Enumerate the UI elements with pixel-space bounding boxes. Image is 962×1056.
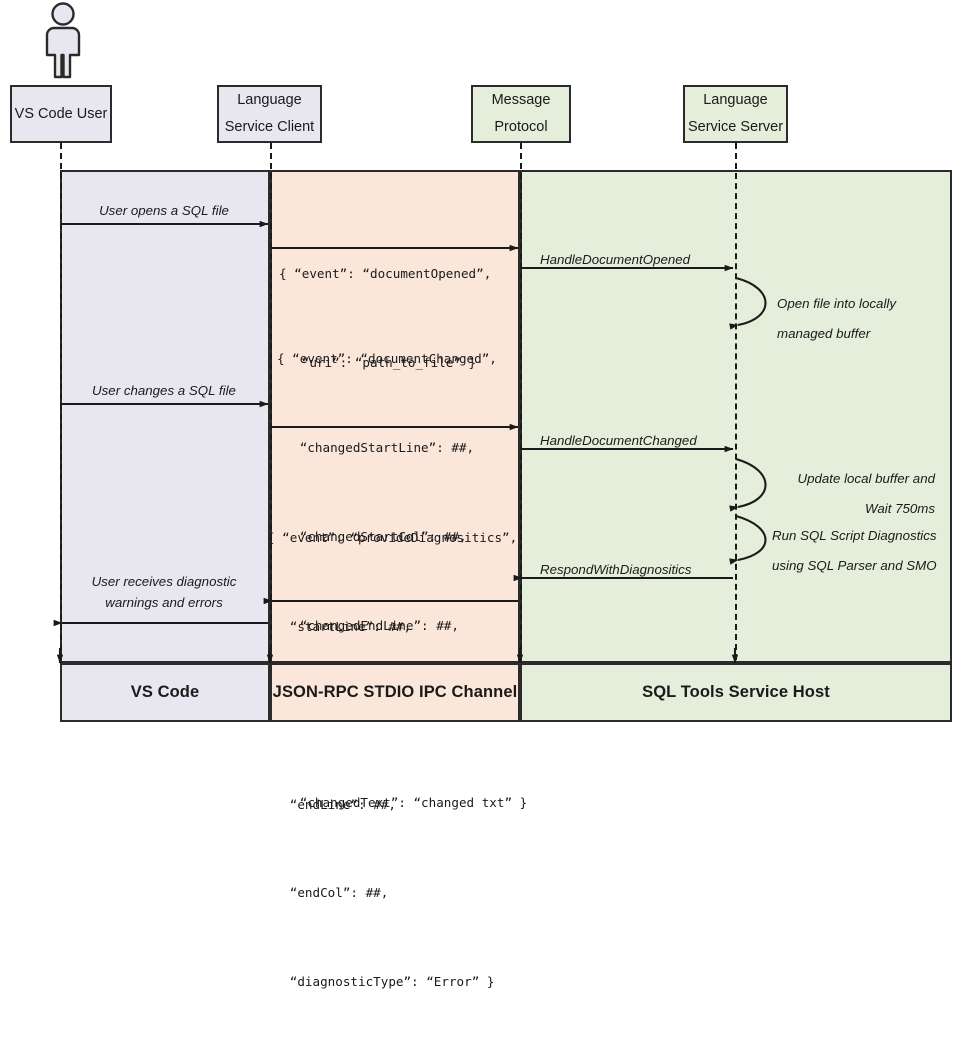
json-line: { “event”: “documentOpened”, xyxy=(279,266,492,282)
sequence-diagram-canvas: VS Code User Language Service Client Mes… xyxy=(10,2,952,989)
participant-language-service-server[interactable]: Language Service Server xyxy=(683,85,788,143)
json-block-provide-diagnositics: { “event”: “provideDiagnositics”, “start… xyxy=(267,464,517,1056)
note-run-diagnostics: Run SQL Script Diagnostics using SQL Par… xyxy=(772,521,937,581)
json-line: “startLine”: ##, xyxy=(267,618,412,634)
json-block-document-changed: { “event”: “documentChanged”, “changedSt… xyxy=(277,285,527,877)
footer-label: VS Code xyxy=(130,683,200,701)
label-handle-document-changed: HandleDocumentChanged xyxy=(540,431,697,452)
json-line: { “event”: “documentChanged”, xyxy=(277,351,497,367)
participant-message-protocol[interactable]: Message Protocol xyxy=(471,85,571,143)
note-line2: using SQL Parser and SMO xyxy=(772,557,937,573)
lifeline-language-service-client xyxy=(270,143,272,660)
json-line: “endCol”: ##, xyxy=(267,885,389,901)
label-text: User opens a SQL file xyxy=(99,203,229,218)
note-line2: managed buffer xyxy=(777,325,871,341)
note-line1: Open file into locally xyxy=(777,296,896,311)
note-line1: Run SQL Script Diagnostics xyxy=(772,528,937,543)
footer-label: SQL Tools Service Host xyxy=(642,683,830,701)
json-line: “changedStartCol”: ##, xyxy=(277,528,467,544)
participant-label-line2: Service Client xyxy=(224,119,315,135)
json-line: { “event”: “provideDiagnositics”, xyxy=(267,530,518,546)
note-update-wait: Update local buffer and Wait 750ms xyxy=(724,464,936,524)
note-line2: Wait 750ms xyxy=(865,500,935,516)
label-text: HandleDocumentOpened xyxy=(540,252,691,267)
json-line: “diagnosticType”: “Error” } xyxy=(267,974,495,990)
label-text-line2: warnings and errors xyxy=(105,594,223,610)
participant-label-line1: Language xyxy=(703,92,768,109)
label-text: HandleDocumentChanged xyxy=(540,433,697,448)
json-line: “endLine”: ##, xyxy=(267,796,396,812)
label-user-receives: User receives diagnostic warnings and er… xyxy=(58,572,270,613)
lifeline-vs-code-user xyxy=(60,143,62,660)
footer-vs-code[interactable]: VS Code xyxy=(60,663,270,722)
label-text: RespondWithDiagnositics xyxy=(540,562,692,577)
label-text: User changes a SQL file xyxy=(92,383,236,398)
participant-label-line1: VS Code User xyxy=(14,105,108,122)
footer-ipc[interactable]: JSON-RPC STDIO IPC Channel xyxy=(270,663,520,722)
label-respond-with-diagnositics: RespondWithDiagnositics xyxy=(540,560,691,581)
vscode-band xyxy=(60,170,270,663)
lifeline-message-protocol xyxy=(520,143,522,660)
note-line1: Update local buffer and xyxy=(797,471,936,486)
json-line: “changedStartLine”: ##, xyxy=(277,439,475,455)
label-handle-document-opened: HandleDocumentOpened xyxy=(540,250,690,271)
participant-language-service-client[interactable]: Language Service Client xyxy=(217,85,322,143)
participant-label-line1: Language xyxy=(237,92,302,109)
participant-label-line2: Service Server xyxy=(687,119,784,135)
stick-figure-actor xyxy=(34,2,92,80)
footer-label: JSON-RPC STDIO IPC Channel xyxy=(272,683,518,701)
json-line: “uri”: “path_to_file” } xyxy=(279,354,477,370)
label-text-line1: User receives diagnostic xyxy=(91,574,237,589)
note-open-buffer: Open file into locally managed buffer xyxy=(777,289,896,349)
ipc-band xyxy=(270,170,520,663)
participant-label-line2: Protocol xyxy=(494,119,548,135)
footer-host[interactable]: SQL Tools Service Host xyxy=(520,663,952,722)
json-line: “changedEndLine”: ##, xyxy=(277,617,459,633)
participant-vs-code-user[interactable]: VS Code User xyxy=(10,85,112,143)
lifeline-language-service-server xyxy=(735,143,737,660)
participant-label-line1: Message xyxy=(491,92,551,109)
label-user-opens: User opens a SQL file xyxy=(60,201,268,222)
label-user-changes: User changes a SQL file xyxy=(60,381,268,402)
json-block-document-opened: { “event”: “documentOpened”, “uri”: “pat… xyxy=(279,200,491,437)
